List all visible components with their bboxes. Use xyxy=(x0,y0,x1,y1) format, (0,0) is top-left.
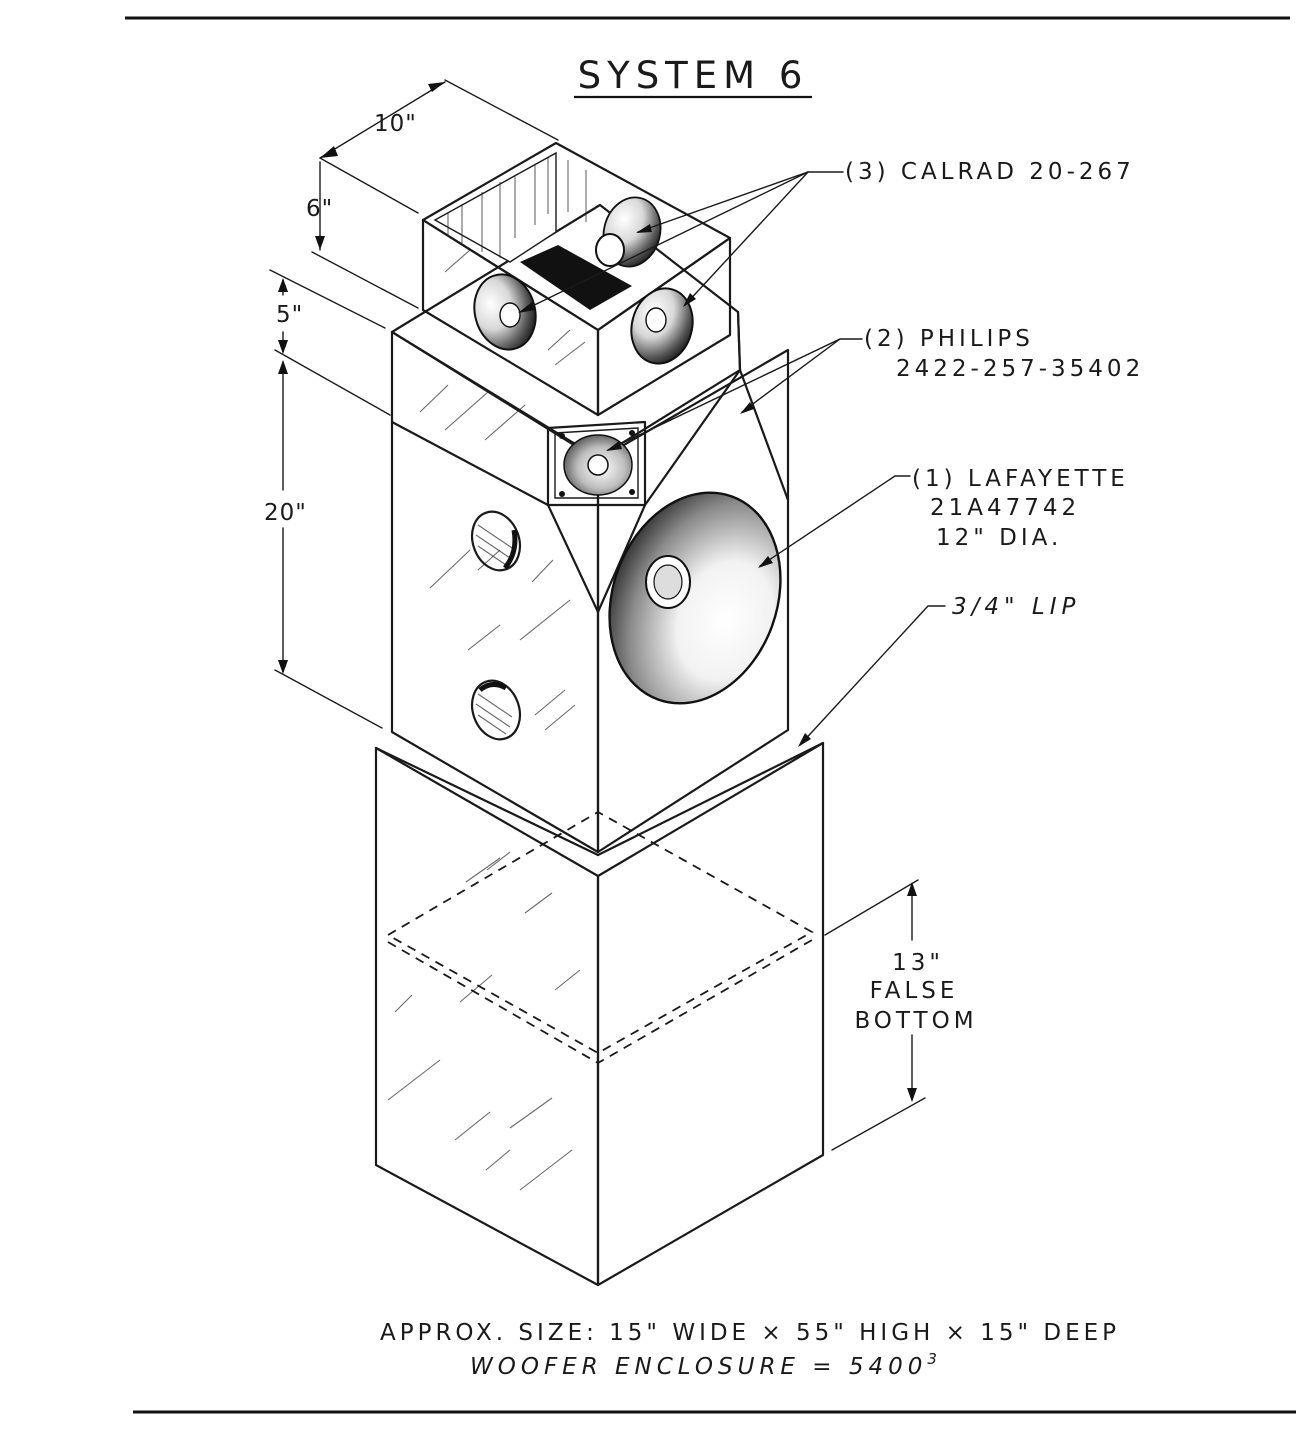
label-false-bottom-2: FALSE xyxy=(870,978,959,1004)
port-hole-upper xyxy=(470,510,522,572)
label-false-bottom-3: BOTTOM xyxy=(854,1008,977,1034)
label-lip: 3/4" LIP xyxy=(952,594,1080,620)
dimension-lines xyxy=(269,79,926,1151)
footer-size: APPROX. SIZE: 15" WIDE × 55" HIGH × 15" … xyxy=(380,1320,1120,1346)
calrad-driver-front-small xyxy=(595,233,625,267)
label-philips-1: (2) PHILIPS xyxy=(864,326,1034,352)
top-box-floor xyxy=(520,245,632,310)
label-lafayette-3: 12" DIA. xyxy=(936,525,1062,551)
label-philips-2: 2422-257-35402 xyxy=(896,356,1144,382)
footer-enclosure-text: WOOFER ENCLOSURE = 5400 xyxy=(470,1354,927,1380)
footer-enclosure-sup: 3 xyxy=(927,1350,942,1368)
dim-height-mid-band: 5" xyxy=(276,302,303,328)
philips-tweeter xyxy=(546,420,647,507)
dim-width-top: 10" xyxy=(374,111,417,137)
top-box xyxy=(421,141,732,417)
label-calrad: (3) CALRAD 20-267 xyxy=(845,159,1135,185)
dim-height-top: 6" xyxy=(306,196,333,222)
label-lafayette-2: 21A47742 xyxy=(930,495,1080,521)
leader-lines xyxy=(518,171,946,747)
middle-box xyxy=(390,203,790,854)
dim-height-mid: 20" xyxy=(264,500,307,526)
bottom-box xyxy=(374,741,825,1287)
port-hole-lower xyxy=(470,679,522,741)
diagram-title: SYSTEM 6 xyxy=(578,54,809,97)
label-false-bottom-1: 13" xyxy=(892,950,944,976)
label-lafayette-1: (1) LAFAYETTE xyxy=(912,466,1129,492)
footer-enclosure: WOOFER ENCLOSURE = 54003 xyxy=(470,1350,942,1380)
lafayette-woofer xyxy=(608,491,782,705)
